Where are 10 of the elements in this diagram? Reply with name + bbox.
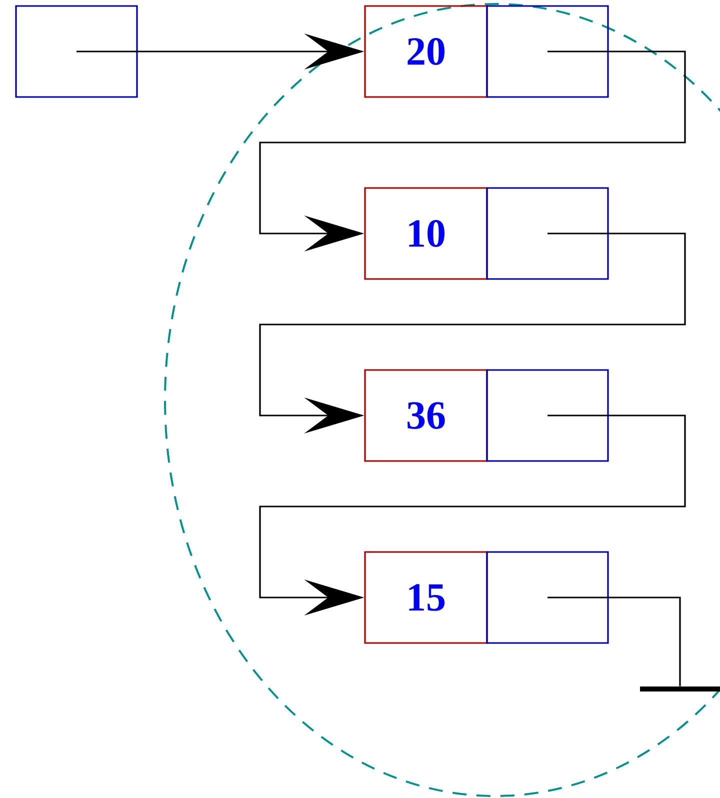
pointer-box <box>486 5 609 98</box>
data-box: 15 <box>364 551 488 644</box>
data-box: 20 <box>364 5 488 98</box>
pointer-box <box>486 187 609 280</box>
pointer-box <box>486 369 609 462</box>
null-terminator <box>640 686 720 692</box>
pointer-box <box>15 5 138 98</box>
data-box: 36 <box>364 369 488 462</box>
data-box: 10 <box>364 187 488 280</box>
pointer-box <box>486 551 609 644</box>
